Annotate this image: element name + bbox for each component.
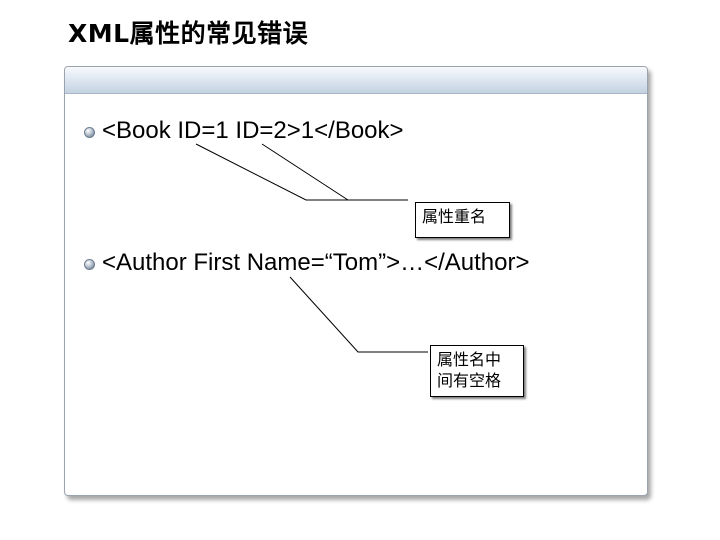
bullet-icon	[84, 259, 95, 270]
callout-text-line2: 间有空格	[437, 371, 502, 390]
slide-title: XML属性的常见错误	[68, 19, 309, 48]
bullet-icon	[84, 127, 95, 138]
callout-connector-1b	[261, 143, 349, 201]
callout-text-line1: 属性名中	[437, 350, 502, 369]
callout-duplicate-attribute: 属性重名	[415, 202, 510, 238]
callout-connector-1a	[195, 143, 408, 201]
callout-space-in-name: 属性名中 间有空格	[430, 345, 524, 397]
callout-connector-2	[289, 276, 428, 353]
bullet-text-duplicate-attribute: <Book ID=1 ID=2>1</Book>	[102, 117, 404, 144]
bullet-text-space-in-name: <Author First Name=“Tom”>…</Author>	[102, 249, 530, 276]
panel-header	[65, 67, 647, 94]
callout-text: 属性重名	[422, 207, 487, 226]
content-panel	[64, 66, 648, 496]
